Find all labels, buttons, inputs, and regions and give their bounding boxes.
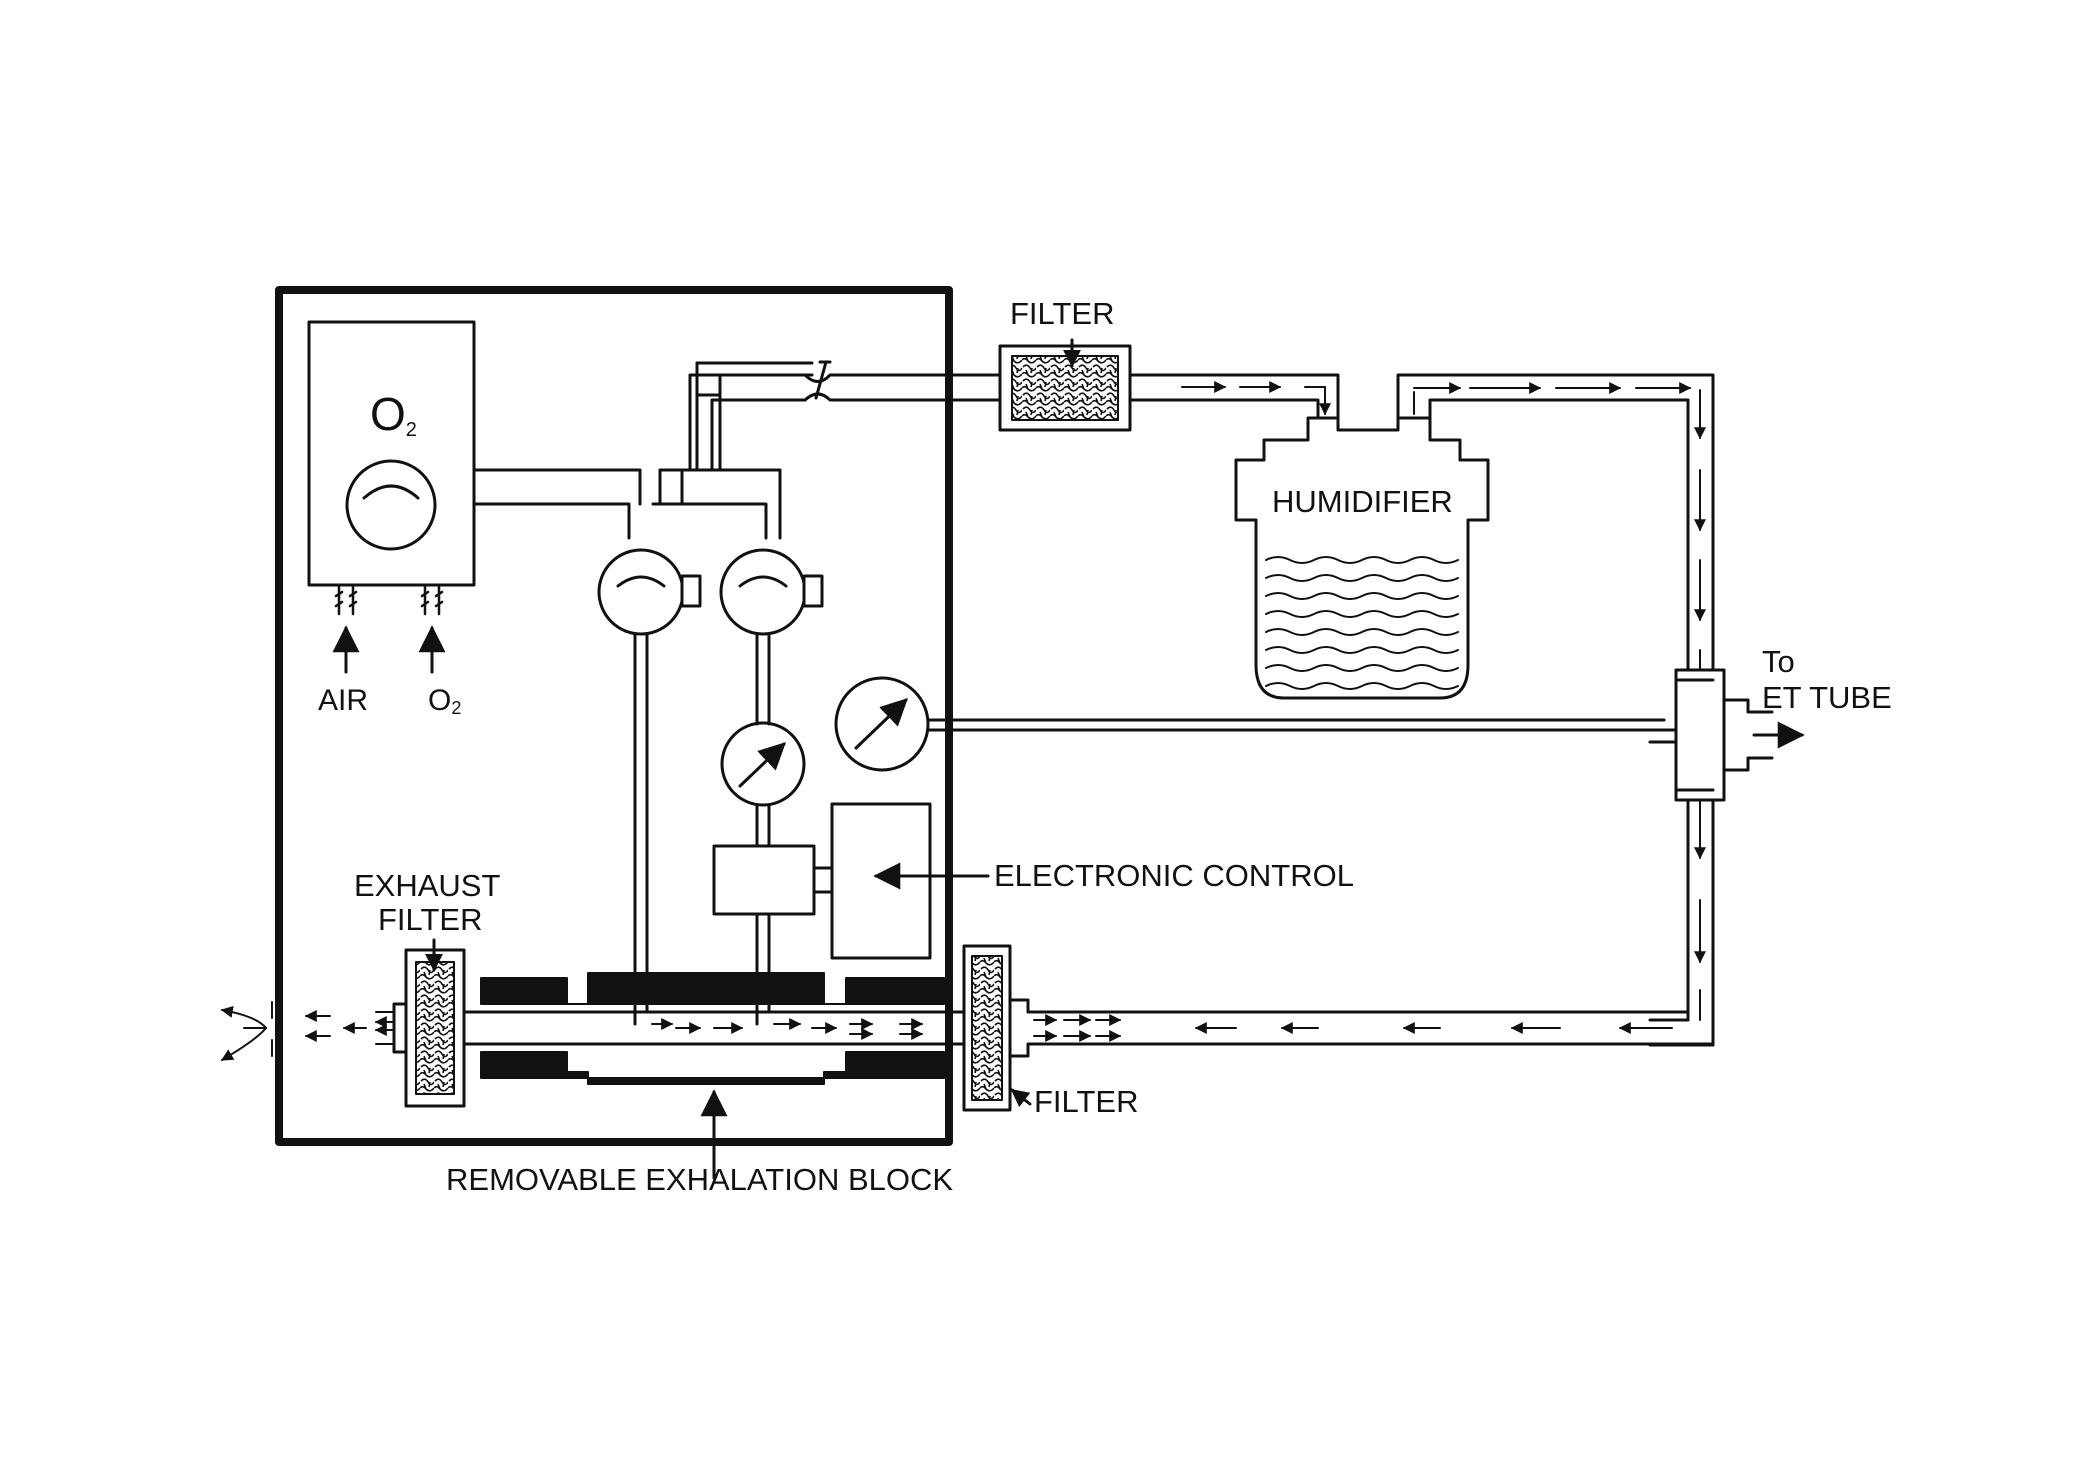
proximal-pressure-line <box>926 718 1666 732</box>
filter-top-label: FILTER <box>1010 296 1115 331</box>
exhaust-filter-label-line2: FILTER <box>378 902 483 937</box>
to-et-tube-line1: To <box>1762 644 1795 679</box>
tube-to-humidifier <box>1166 373 1340 420</box>
water-waves-icon <box>1265 556 1459 690</box>
oxygen-blender <box>307 320 476 674</box>
exhalation-flow-arrows <box>651 1018 924 1040</box>
exhaust-filter <box>392 938 466 1108</box>
inspiratory-tube-top <box>688 360 1002 472</box>
electronic-control-label: ELECTRONIC CONTROL <box>994 858 1354 893</box>
regulator-left <box>597 548 702 636</box>
ventilator-housing <box>275 286 953 1146</box>
pinch-valve-icon <box>814 360 832 400</box>
expiratory-tube <box>1648 1010 1690 1022</box>
pressure-gauge-small <box>720 721 806 807</box>
pressure-gauge-large <box>834 676 930 772</box>
air-inlet-nipple <box>334 583 358 616</box>
to-et-tube-line2: ET TUBE <box>1762 680 1892 715</box>
filter-bottom-label: FILTER <box>1034 1084 1139 1119</box>
humidifier-label: HUMIDIFIER <box>1272 484 1453 519</box>
solenoid-valve <box>712 844 834 916</box>
humidifier <box>1234 373 1715 1047</box>
exhaust-filter-label-line1: EXHAUST <box>354 868 500 903</box>
inspiratory-flow-arrows <box>1413 382 1706 964</box>
expiratory-filter <box>942 944 1715 1112</box>
blender-o2-symbol: O2 <box>370 388 417 441</box>
electronic-control-box <box>830 802 990 960</box>
exhalation-block <box>462 972 946 1180</box>
blender-output-tubing <box>472 361 814 540</box>
air-inlet-label: AIR <box>318 684 368 717</box>
exhalation-block-label: REMOVABLE EXHALATION BLOCK <box>446 1162 953 1197</box>
o2-inlet-label: O2 <box>428 684 461 718</box>
o2-inlet-nipple <box>420 583 444 616</box>
expiratory-flow-arrows <box>1033 989 1701 1042</box>
main-flow-filter <box>998 338 1170 432</box>
exhaust-outlet-arrows <box>220 1001 395 1061</box>
regulator-tubing <box>633 632 771 1026</box>
regulator-right <box>719 548 824 636</box>
blender-dial-icon <box>345 459 437 551</box>
patient-wye <box>1648 668 1805 802</box>
